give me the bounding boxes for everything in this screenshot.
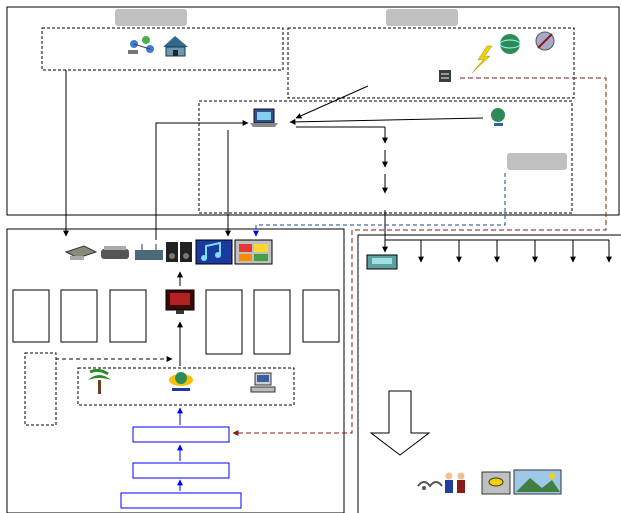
printer-icon <box>101 246 129 259</box>
cinema-icon <box>165 289 195 314</box>
gallery-icon <box>234 239 273 265</box>
side-box-3 <box>109 289 147 343</box>
left-group <box>41 27 284 71</box>
stack-box-3 <box>120 492 242 509</box>
input-group <box>77 367 295 406</box>
side-box-2 <box>60 289 98 343</box>
router-icon <box>135 244 163 260</box>
top-left-tab <box>115 9 187 26</box>
right-group <box>287 27 575 99</box>
sun-icon <box>481 471 511 495</box>
globe-to-laptop-arrow <box>289 117 484 125</box>
lower-right-panel <box>357 234 621 513</box>
server-icon <box>439 70 451 82</box>
status-tab <box>507 153 567 170</box>
server-to-stack-dashed <box>232 77 607 436</box>
people-icon <box>445 472 465 493</box>
lightning-icon <box>471 45 493 74</box>
house-icon <box>163 36 188 57</box>
server-to-laptop-arrow <box>295 85 369 119</box>
side-box-5 <box>253 289 291 355</box>
palm-tree-icon <box>88 368 111 394</box>
stack-box-1 <box>132 426 230 443</box>
speakers-icon <box>166 242 192 262</box>
monitor-icon <box>366 254 398 270</box>
media-to-laptop-arrow <box>155 120 249 240</box>
handshake-icon <box>417 481 443 490</box>
stack-box-2 <box>132 462 230 479</box>
satellite-dish-icon <box>535 31 555 51</box>
top-right-tab <box>386 9 458 26</box>
computer-icon <box>250 372 276 393</box>
landscape-icon <box>513 469 562 495</box>
scanner-icon <box>64 245 98 260</box>
music-icon <box>195 239 233 265</box>
globe-stand-icon <box>169 372 193 391</box>
side-to-cinema-dashed <box>55 356 173 362</box>
lower-left-panel <box>6 228 345 513</box>
side-box-1 <box>12 289 50 343</box>
big-down-arrow <box>369 390 431 456</box>
laptop-icon <box>250 108 278 127</box>
dashed-side-box <box>24 352 57 426</box>
globe-icon <box>499 34 521 54</box>
side-box-4 <box>205 289 243 355</box>
side-box-6 <box>302 289 340 343</box>
upper-panel <box>6 6 620 216</box>
hub-to-gallery-dashed <box>253 173 506 237</box>
network-people-icon <box>128 36 154 54</box>
globe-small-icon <box>491 108 505 126</box>
